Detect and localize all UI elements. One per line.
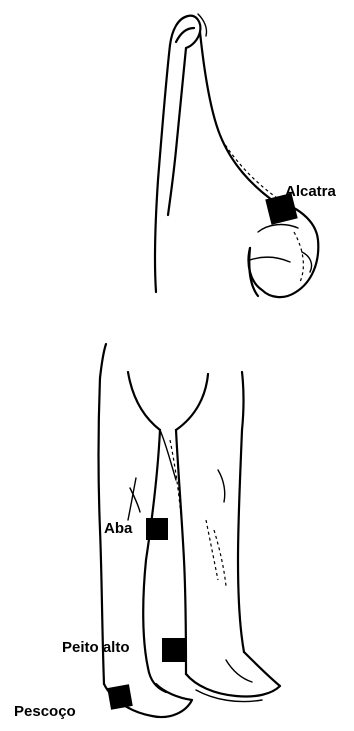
aba-marker — [146, 518, 168, 540]
aba-label: Aba — [104, 520, 133, 537]
alcatra-label: Alcatra — [285, 183, 337, 200]
pescoco-marker — [107, 684, 132, 709]
pescoco-label: Pescoço — [14, 703, 76, 720]
peito-alto-label: Peito alto — [62, 639, 130, 656]
peito-alto-marker — [162, 638, 186, 662]
hindquarter-drawing — [155, 14, 318, 297]
